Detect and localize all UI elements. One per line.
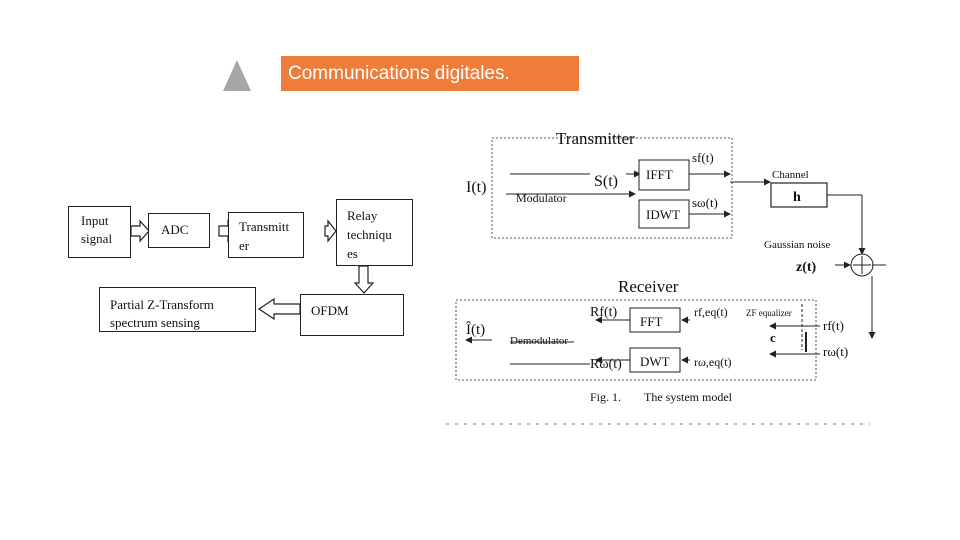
dwt-block [629, 347, 681, 373]
fft-label: FFT [640, 314, 662, 329]
i-hat-label: Î(t) [466, 321, 485, 338]
partial-z-transform-block: Partial Z-Transform spectrum sensing [99, 287, 256, 332]
transmitter-block: Transmitt er [228, 212, 304, 258]
transmitter-label-l1: Transmitt [239, 219, 290, 234]
demodulator-label: Demodulator [510, 335, 568, 347]
relay-label-l2: techniqu [347, 227, 392, 242]
relay-techniques-block: Relay techniqu es [336, 199, 413, 266]
ifft-block [638, 159, 690, 191]
transmitter-title: Transmitter [556, 129, 635, 148]
rf-eq-label: rf,eq(t) [694, 305, 728, 319]
zf-equalizer-label: ZF equalizer [746, 308, 792, 318]
partial-label-l2: spectrum sensing [110, 315, 200, 330]
partial-label-l1: Partial Z-Transform [110, 297, 214, 312]
caption-text: The system model [644, 390, 733, 404]
s-t-label: S(t) [594, 173, 618, 190]
input-signal-label-l2: signal [81, 231, 113, 246]
idwt-label: IDWT [646, 207, 680, 222]
slide-title: Communications digitales. [281, 56, 579, 91]
fft-block [629, 307, 681, 333]
caption-fig: Fig. 1. [590, 390, 621, 404]
modulator-label: Modulator [516, 191, 567, 205]
adc-label: ADC [161, 222, 189, 237]
gaussian-noise-label: Gaussian noise [764, 239, 830, 251]
transmitter-frame [491, 137, 733, 239]
Rf-t-label: Rf(t) [590, 305, 618, 320]
adc-block: ADC [148, 213, 210, 248]
Rw-t-label: Rω(t) [590, 357, 622, 372]
transmitter-label-l2: er [239, 238, 250, 253]
z-t-label: z(t) [796, 260, 817, 275]
channel-block [770, 182, 828, 208]
ofdm-label: OFDM [311, 303, 349, 318]
receiver-title: Receiver [618, 277, 679, 296]
sf-t-label: sf(t) [692, 150, 714, 165]
relay-label-l3: es [347, 246, 358, 261]
ofdm-block: OFDM [300, 294, 404, 336]
h-label: h [793, 190, 801, 205]
dwt-label: DWT [640, 354, 670, 369]
rw-eq-label: rω,eq(t) [694, 355, 732, 369]
rw-t-label: rω(t) [823, 344, 848, 359]
sw-t-label: sω(t) [692, 195, 718, 210]
relay-label-l1: Relay [347, 208, 378, 223]
receiver-frame [455, 299, 817, 381]
system-model-diagram: Transmitter Receiver I(t) Modulator S(t)… [446, 129, 886, 425]
input-signal-block: Input signal [68, 206, 131, 258]
left-diagram-arrows [130, 219, 375, 321]
input-signal-label-l1: Input [81, 213, 109, 228]
channel-label: Channel [772, 169, 809, 181]
rf-t-label: rf(t) [823, 318, 844, 333]
ifft-label: IFFT [646, 167, 673, 182]
input-label: I(t) [466, 179, 486, 196]
c-label: c [770, 330, 776, 345]
triangle-bullet-icon [223, 60, 251, 91]
idwt-block [638, 199, 690, 229]
